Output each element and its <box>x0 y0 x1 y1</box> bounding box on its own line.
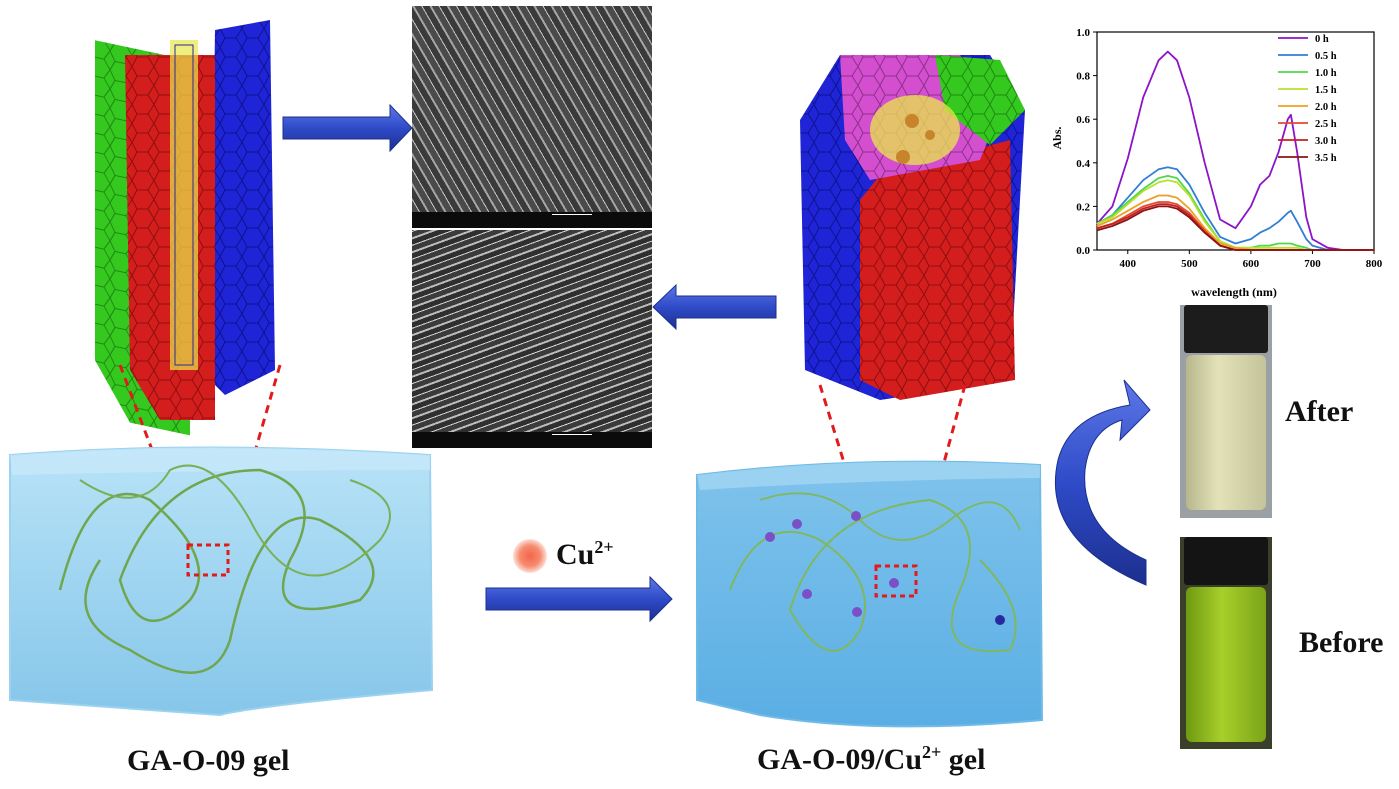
sem-info-bar <box>412 432 652 448</box>
series-line <box>1096 50 1374 251</box>
right-gel-label: GA-O-09/Cu2+ gel <box>757 742 986 776</box>
after-label: After <box>1285 395 1354 428</box>
y-tick-label: 0.6 <box>1076 114 1090 126</box>
series-line <box>1096 179 1374 251</box>
chart-axes: 400 500 600 700 800 0.0 0.2 0.4 0.6 0.8 1.0 <box>1076 27 1383 270</box>
legend-label: 3.0 h <box>1315 136 1337 147</box>
left-gel-block <box>9 446 434 717</box>
vial-cap-icon <box>1184 305 1268 353</box>
x-tick-label: 400 <box>1120 258 1137 270</box>
left-molecular-stack <box>95 20 275 436</box>
sem-info-bar <box>412 212 652 228</box>
vial-before-liquid <box>1186 587 1266 742</box>
cu-arrow-icon <box>485 575 673 623</box>
vial-after-liquid <box>1186 355 1266 510</box>
chart-series <box>1096 50 1374 251</box>
legend-label: 2.5 h <box>1315 119 1337 130</box>
legend-label: 1.0 h <box>1315 68 1337 79</box>
y-tick-label: 0.4 <box>1076 158 1090 170</box>
y-tick-label: 1.0 <box>1076 27 1090 39</box>
series-line <box>1096 166 1374 251</box>
vial-cap-icon <box>1184 537 1268 585</box>
left-gel-label: GA-O-09 gel <box>127 744 290 777</box>
x-tick-label: 700 <box>1304 258 1321 270</box>
y-tick-label: 0.8 <box>1076 71 1090 83</box>
uv-vis-chart: 400 500 600 700 800 0.0 0.2 0.4 0.6 0.8 1.0 0 h 0.5… <box>1050 27 1383 299</box>
legend-label: 2.0 h <box>1315 102 1337 113</box>
x-axis-label: wavelength (nm) <box>1191 285 1277 299</box>
legend-label: 3.5 h <box>1315 153 1337 164</box>
vial-before <box>1180 537 1272 749</box>
legend-label: 0 h <box>1315 34 1329 45</box>
right-arrow-icon <box>282 103 413 153</box>
curved-arrow-icon <box>1054 379 1151 586</box>
sem-image-bottom <box>412 230 652 448</box>
chart-legend: 0 h 0.5 h 1.0 h 1.5 h 2.0 h 2.5 h 3.0 h 3.5 h <box>1278 34 1337 164</box>
sem-image-top <box>412 6 652 228</box>
y-axis-label: Abs. <box>1050 126 1064 149</box>
right-gel-block <box>696 460 1044 728</box>
before-label: Before <box>1299 626 1384 659</box>
x-tick-label: 600 <box>1243 258 1260 270</box>
x-tick-label: 800 <box>1366 258 1383 270</box>
cu-ion-icon <box>513 539 547 573</box>
legend-label: 1.5 h <box>1315 85 1337 96</box>
y-tick-label: 0.0 <box>1076 245 1090 257</box>
vial-after <box>1180 305 1272 518</box>
right-molecular-column <box>800 55 1025 400</box>
x-tick-label: 500 <box>1181 258 1198 270</box>
series-line <box>1096 205 1374 251</box>
y-tick-label: 0.2 <box>1076 201 1090 213</box>
cu-ion-label: Cu2+ <box>556 537 614 571</box>
series-line <box>1096 194 1374 251</box>
legend-label: 0.5 h <box>1315 51 1337 62</box>
left-arrow-icon <box>652 283 777 331</box>
